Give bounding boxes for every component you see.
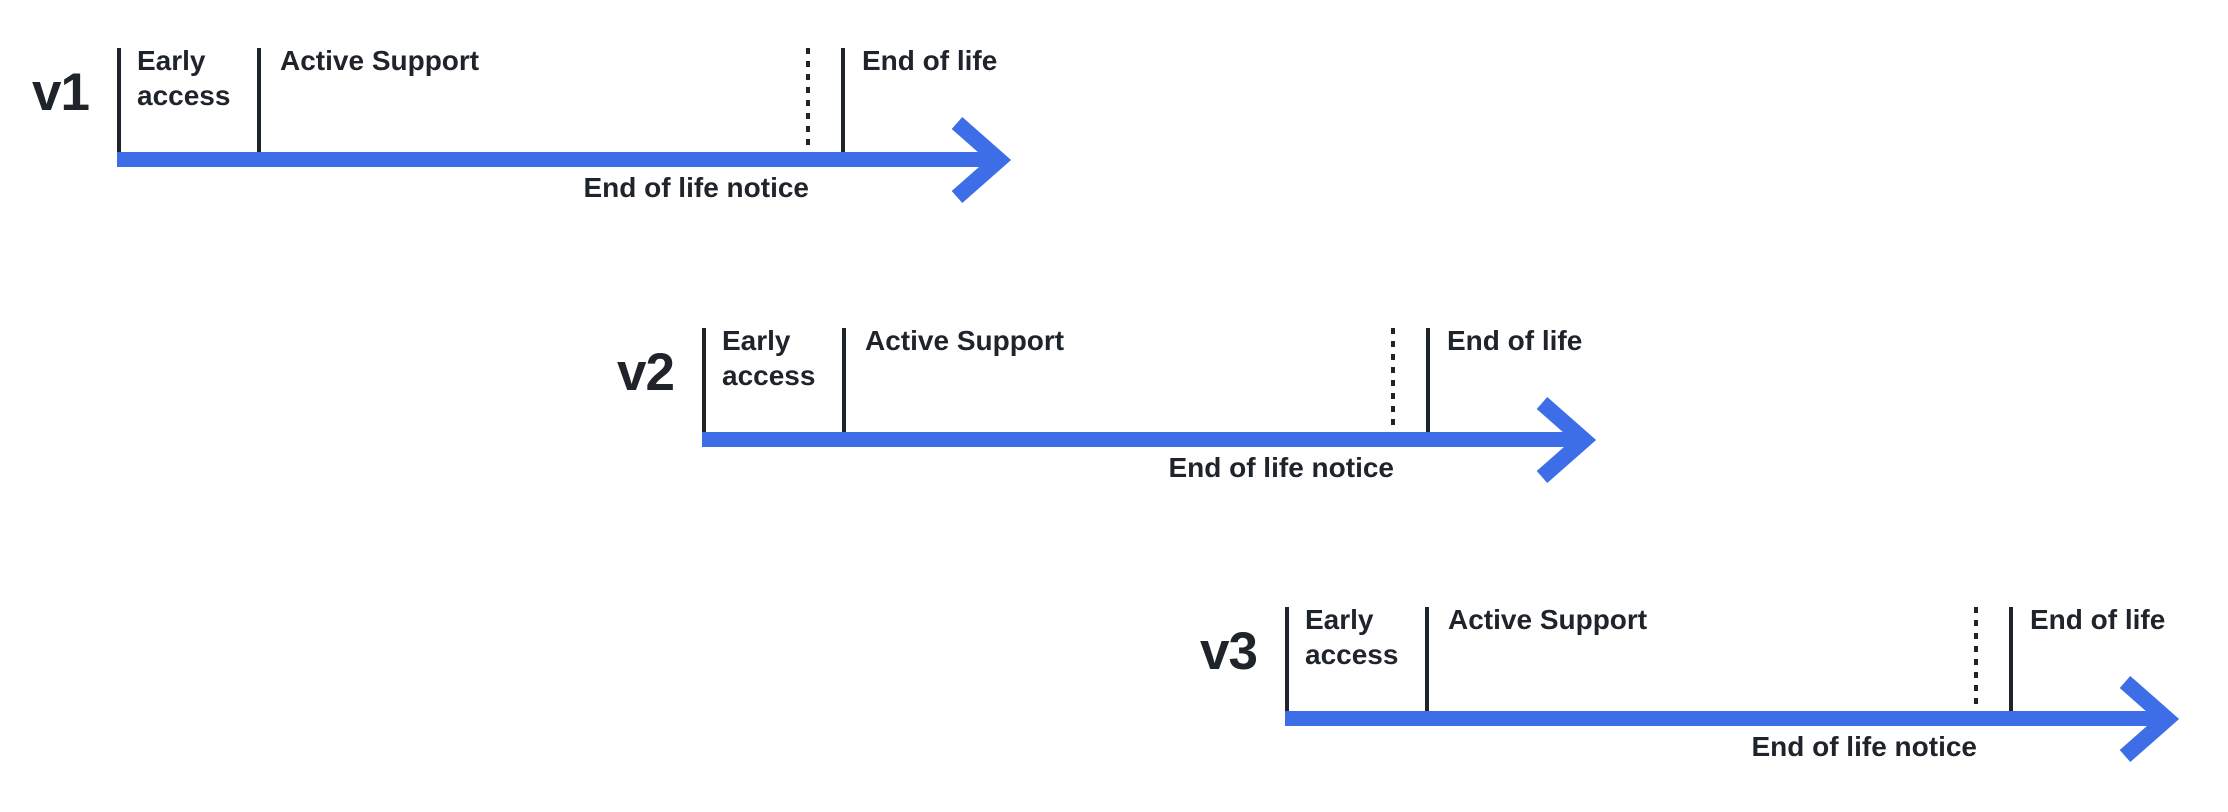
active-support-start-tick	[1425, 607, 1429, 711]
end-of-life-tick	[841, 48, 845, 152]
early-access-label: Early access	[722, 325, 816, 391]
version-label: v3	[1200, 622, 1258, 681]
early-access-start-tick	[1285, 607, 1289, 711]
end-of-life-notice-label: End of life notice	[583, 172, 809, 203]
end-of-life-tick	[1426, 328, 1430, 432]
timeline-arrow-shaft	[117, 152, 993, 167]
arrow-right-icon	[2119, 675, 2180, 763]
early-access-start-tick	[702, 328, 706, 432]
active-support-label: Active Support	[1448, 604, 1648, 635]
timeline-row-v3: v3 Early access Active Support End of li…	[1200, 559, 2228, 789]
end-of-life-label: End of life	[862, 45, 998, 76]
active-support-label: Active Support	[280, 45, 480, 76]
timeline-row-v2: v2 Early access Active Support End of li…	[617, 280, 1802, 510]
active-support-start-tick	[842, 328, 846, 432]
eol-notice-dashed-line	[1391, 328, 1395, 426]
end-of-life-notice-label: End of life notice	[1751, 731, 1977, 762]
early-access-label: Early access	[137, 45, 231, 111]
eol-notice-dashed-line	[806, 48, 810, 146]
timeline-row-v1: v1 Early access Active Support End of li…	[32, 0, 1217, 230]
arrow-right-icon	[951, 116, 1012, 204]
end-of-life-tick	[2009, 607, 2013, 711]
version-label: v2	[617, 343, 675, 402]
early-access-start-tick	[117, 48, 121, 152]
end-of-life-label: End of life	[1447, 325, 1583, 356]
early-access-label: Early access	[1305, 604, 1399, 670]
active-support-label: Active Support	[865, 325, 1065, 356]
eol-notice-dashed-line	[1974, 607, 1978, 705]
arrow-right-icon	[1536, 396, 1597, 484]
active-support-start-tick	[257, 48, 261, 152]
end-of-life-notice-label: End of life notice	[1168, 452, 1394, 483]
timeline-arrow-shaft	[702, 432, 1578, 447]
timeline-arrow-shaft	[1285, 711, 2161, 726]
end-of-life-label: End of life	[2030, 604, 2166, 635]
version-label: v1	[32, 63, 90, 122]
